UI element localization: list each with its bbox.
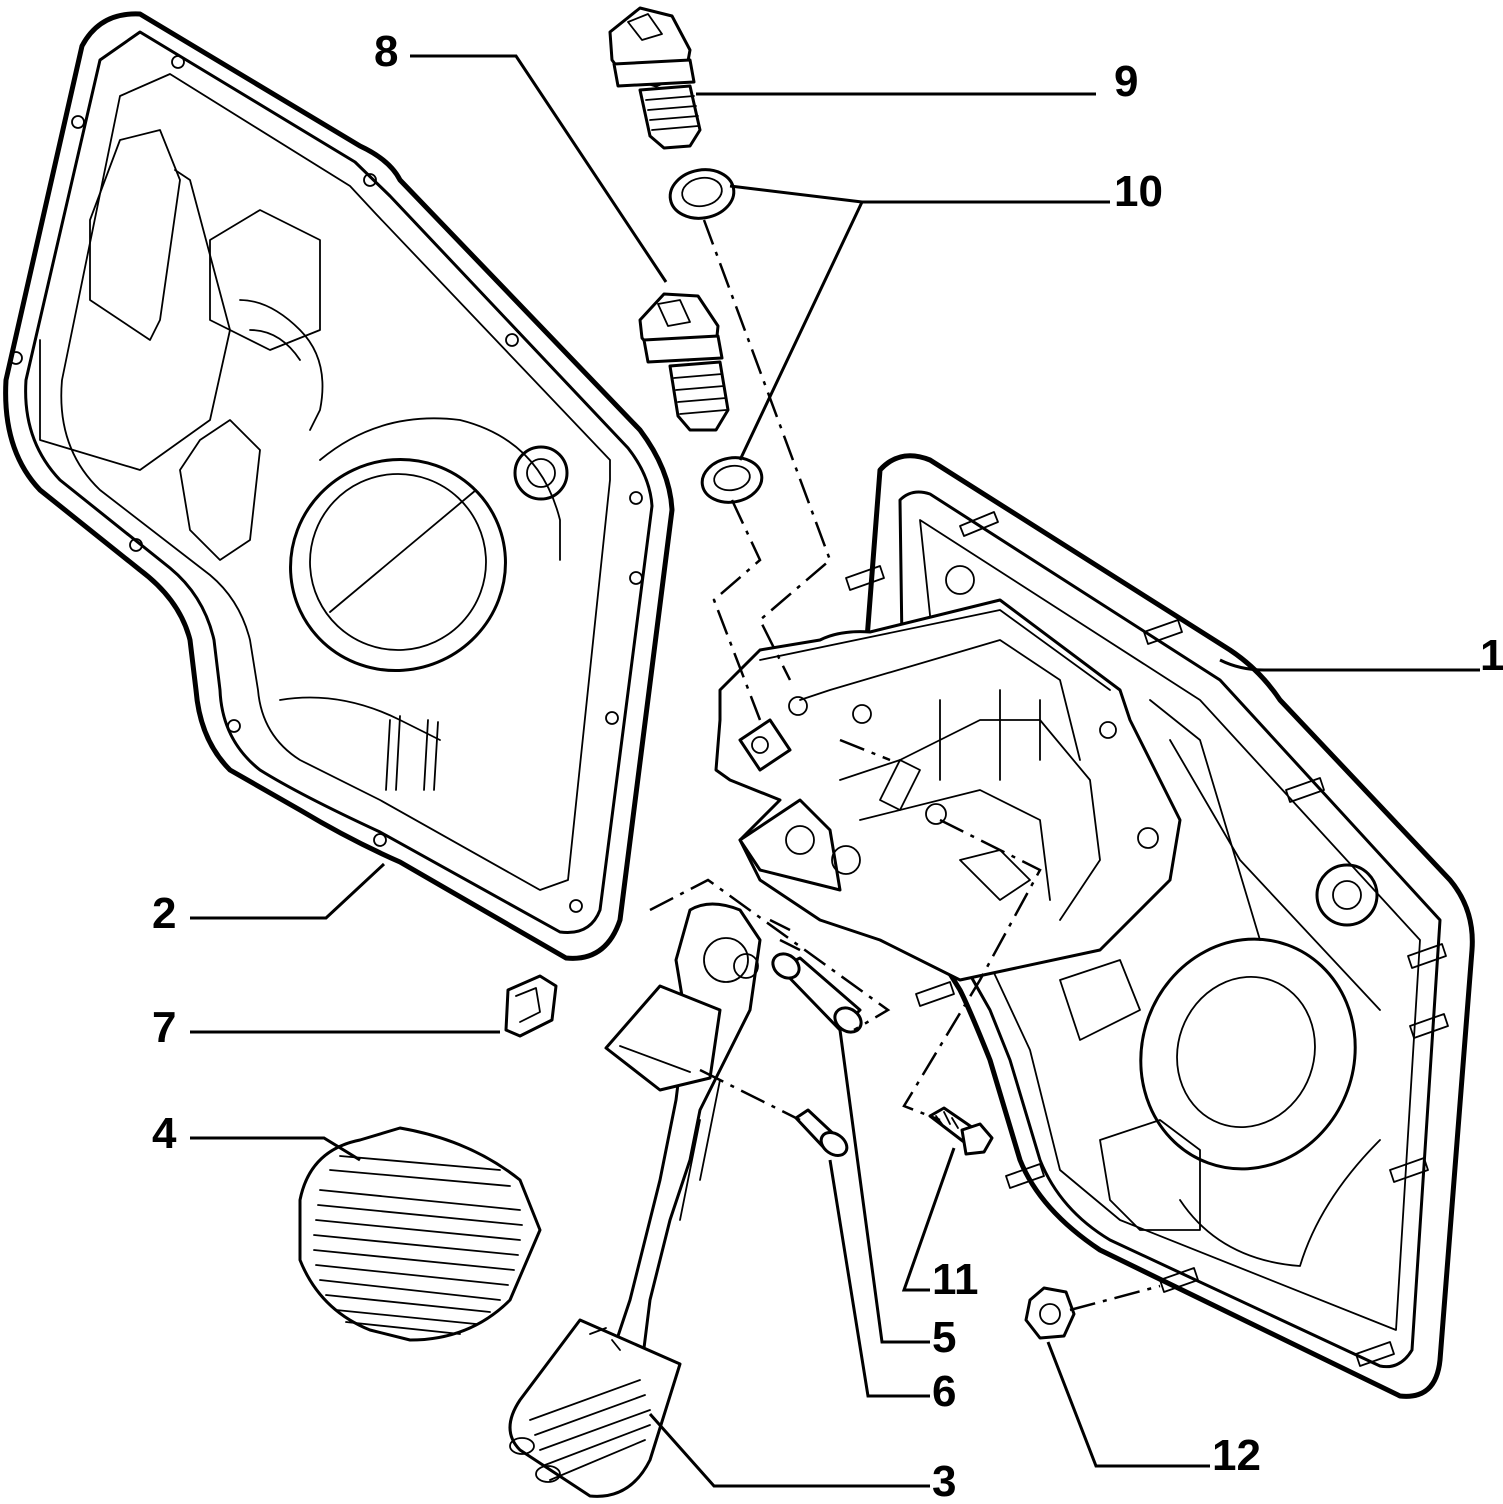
- part-3-pedal-arm: [508, 902, 762, 1498]
- callout-5: 5: [932, 1313, 956, 1362]
- callouts: 1 2 3 4 5 6 7 8 9 10 11 12: [152, 27, 1503, 1504]
- callout-4: 4: [152, 1109, 177, 1158]
- callout-2: 2: [152, 889, 176, 938]
- part-11-screw: [928, 1106, 994, 1156]
- callout-8: 8: [374, 27, 398, 76]
- assembly-lines: [649, 219, 1161, 1312]
- part-12-nut: [1024, 1286, 1076, 1340]
- callout-7: 7: [152, 1003, 176, 1052]
- part-9-top-switch: [608, 6, 702, 150]
- callout-10: 10: [1114, 167, 1163, 216]
- callout-12: 12: [1212, 1431, 1261, 1480]
- leader-lines: [190, 54, 1480, 1488]
- part-2-cover-plate: [3, 11, 675, 961]
- callout-3: 3: [932, 1457, 956, 1504]
- part-6-small-pin: [794, 1108, 849, 1157]
- part-4-pedal-pad: [298, 1126, 542, 1342]
- part-7-clip: [504, 974, 558, 1038]
- part-5-pivot-pin: [771, 952, 863, 1034]
- callout-6: 6: [932, 1367, 956, 1416]
- callout-11: 11: [932, 1255, 979, 1304]
- pedal-bracket: [714, 598, 1182, 982]
- part-1-support-plate: [845, 453, 1475, 1399]
- part-8-middle-switch: [638, 292, 730, 432]
- part-10-grommets: [668, 168, 764, 504]
- callout-1: 1: [1480, 631, 1503, 680]
- callout-9: 9: [1114, 57, 1138, 106]
